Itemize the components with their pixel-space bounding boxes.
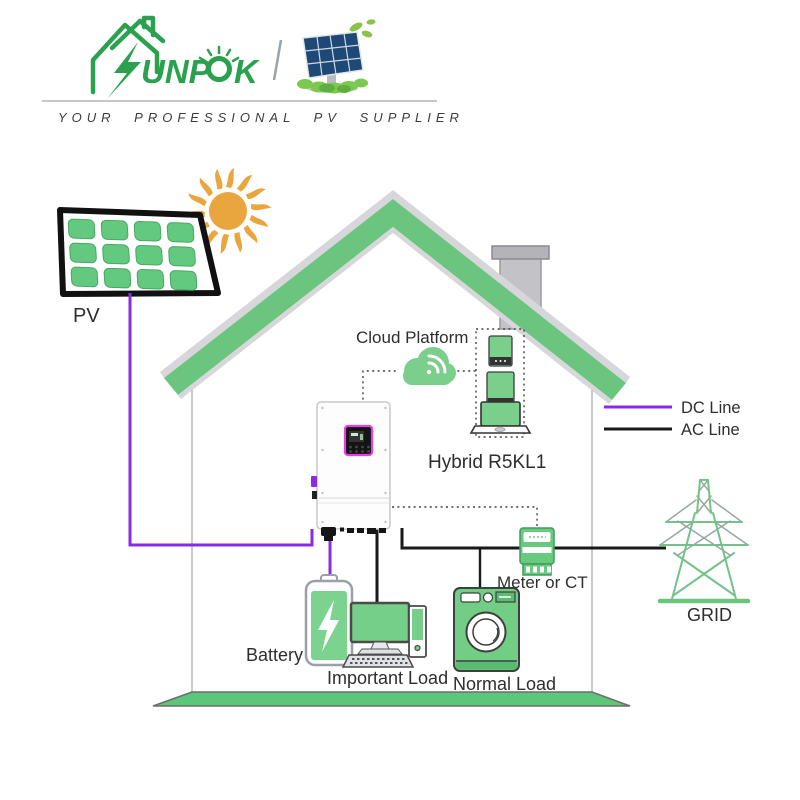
keyboard-icon	[341, 654, 415, 668]
battery-lightning-icon	[318, 600, 339, 652]
devices-dashed-box	[475, 328, 525, 438]
meter-label: Meter or CT	[497, 573, 588, 592]
house-walls	[191, 390, 593, 692]
logo-separator	[272, 39, 283, 81]
phone-icon	[488, 335, 513, 367]
ac-wire-inverter-to-grid	[400, 528, 666, 550]
logo-house-icon	[90, 15, 166, 95]
wifi-icon	[426, 354, 447, 375]
logo-grass-icon	[297, 78, 368, 94]
logo-sun-o-icon	[198, 45, 240, 82]
laptop-icon	[469, 401, 532, 434]
dc-wire-pv-to-inverter	[128, 293, 314, 547]
sun-icon	[184, 168, 272, 255]
legend-ac-label: AC Line	[681, 421, 740, 439]
header: UNP K	[42, 15, 464, 125]
washing-machine-icon	[453, 587, 520, 672]
inverter-display	[343, 424, 374, 457]
cloud-icon	[403, 347, 456, 385]
house-floor	[152, 691, 631, 707]
ac-wires	[375, 528, 666, 605]
pv-label: PV	[73, 305, 100, 327]
pv-panel-icon	[57, 207, 221, 297]
legend-dc-label: DC Line	[681, 399, 741, 417]
tagline: YOUR PROFESSIONAL PV SUPPLIER	[58, 110, 464, 125]
logo-leaves-icon	[349, 19, 376, 38]
brand-text-part2: K	[234, 53, 260, 90]
important-load-label: Important Load	[327, 668, 448, 688]
battery-icon	[304, 574, 354, 667]
pc-tower-icon	[408, 605, 427, 658]
comm-dotted-lines	[362, 328, 538, 526]
tablet-icon	[486, 371, 515, 405]
inverter-device	[311, 401, 391, 541]
meter-icon	[519, 527, 555, 576]
monitor-icon	[349, 601, 411, 655]
transmission-tower-icon	[657, 479, 751, 604]
battery-label: Battery	[246, 645, 303, 665]
house-roof	[160, 190, 630, 404]
legend: DC Line AC Line	[604, 399, 741, 439]
logo-lightning-icon	[107, 42, 141, 99]
inverter-model-label: Hybrid R5KL1	[428, 452, 546, 473]
logo-solar-panel-icon	[297, 19, 376, 94]
normal-load-label: Normal Load	[453, 674, 556, 694]
cloud-platform-label: Cloud Platform	[356, 328, 468, 347]
important-load-icon	[341, 601, 427, 668]
grid-label: GRID	[687, 605, 732, 625]
